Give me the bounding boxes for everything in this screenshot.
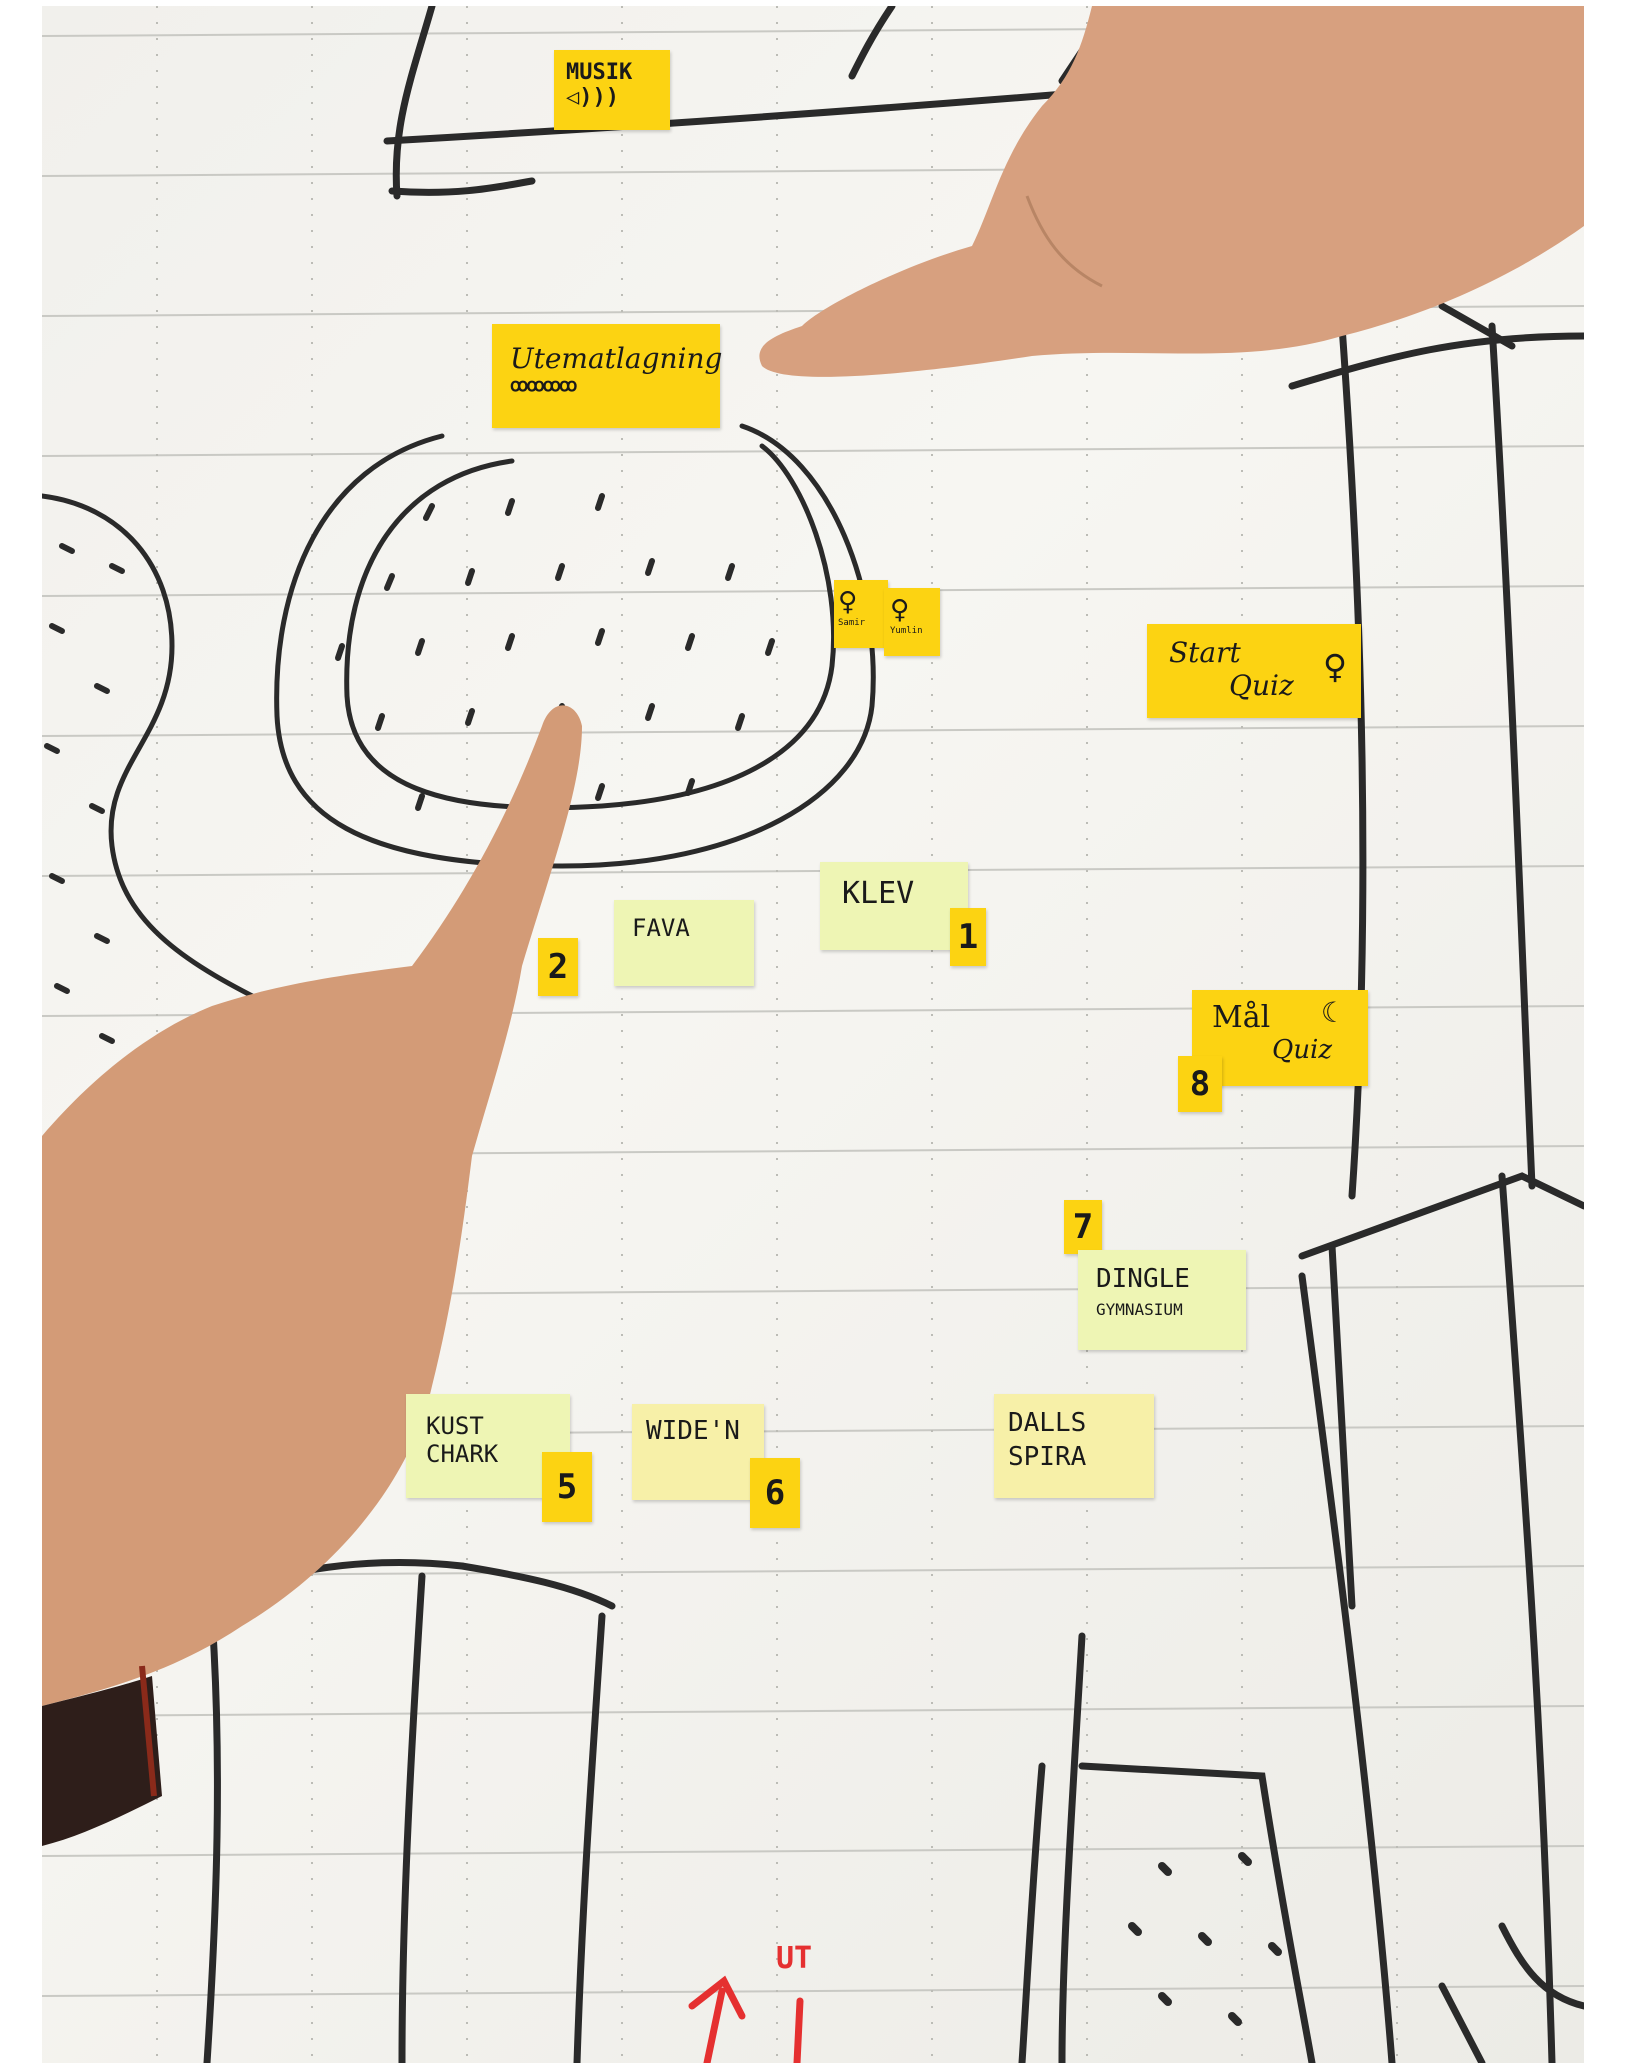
sticky-note-figure-yumlin: ♀ Yumlin xyxy=(884,588,940,656)
sticky-note-fava: FAVA xyxy=(614,900,754,986)
utematlagning-label: Utematlagning xyxy=(510,342,720,375)
number-badge-6: 6 xyxy=(750,1458,800,1528)
fava-label: FAVA xyxy=(632,914,754,942)
exit-label: UT xyxy=(776,1941,812,1976)
musik-label: MUSIK xyxy=(566,60,670,85)
number-badge-8: 8 xyxy=(1178,1056,1222,1112)
sticky-note-widen: WIDE'N xyxy=(632,1404,764,1500)
sticky-note-start-quiz: Start Quiz ♀ xyxy=(1147,624,1361,718)
dalls-spira-line-1: DALLS xyxy=(1008,1408,1154,1438)
banana-icon: ☾ xyxy=(1321,996,1338,1029)
kust-chark-line-1: KUST xyxy=(426,1412,570,1440)
sticky-note-figure-samir: ♀ Samir xyxy=(834,580,888,648)
sticky-note-dingle-gymnasium: DINGLE GYMNASIUM xyxy=(1078,1250,1246,1350)
figure-yumlin-label: Yumlin xyxy=(890,626,940,636)
sticky-note-dalls-spira: DALLS SPIRA xyxy=(994,1394,1154,1498)
dingle-line-1: DINGLE xyxy=(1096,1264,1246,1294)
dalls-spira-line-2: SPIRA xyxy=(1008,1442,1154,1472)
person-icon: ♀ xyxy=(1323,644,1347,690)
dingle-line-2: GYMNASIUM xyxy=(1096,1300,1246,1319)
mal-quiz-line-1: Mål xyxy=(1212,1000,1368,1035)
speaker-icon: ◁))) xyxy=(566,85,670,110)
upper-hand xyxy=(759,6,1584,377)
widen-label: WIDE'N xyxy=(646,1416,764,1446)
sticky-note-klev: KLEV xyxy=(820,862,968,950)
klev-label: KLEV xyxy=(842,876,968,911)
number-badge-5: 5 xyxy=(542,1452,592,1522)
exit-arrow xyxy=(692,1981,800,2063)
number-badge-1: 1 xyxy=(950,908,986,966)
number-badge-2: 2 xyxy=(538,938,578,996)
sticky-note-utematlagning: Utematlagning ꝏꝏꝏꝏ xyxy=(492,324,720,428)
figure-samir-label: Samir xyxy=(838,618,888,628)
sticky-note-musik: MUSIK ◁))) xyxy=(554,50,670,130)
number-badge-7: 7 xyxy=(1064,1200,1102,1254)
person-icon: ♀ xyxy=(890,592,940,626)
person-icon: ♀ xyxy=(838,584,888,618)
workshop-map-photo: MUSIK ◁))) Utematlagning ꝏꝏꝏꝏ ♀ Samir ♀ … xyxy=(42,6,1584,2063)
people-group-icon: ꝏꝏꝏꝏ xyxy=(510,375,720,396)
mal-quiz-line-2: Quiz xyxy=(1212,1035,1368,1065)
